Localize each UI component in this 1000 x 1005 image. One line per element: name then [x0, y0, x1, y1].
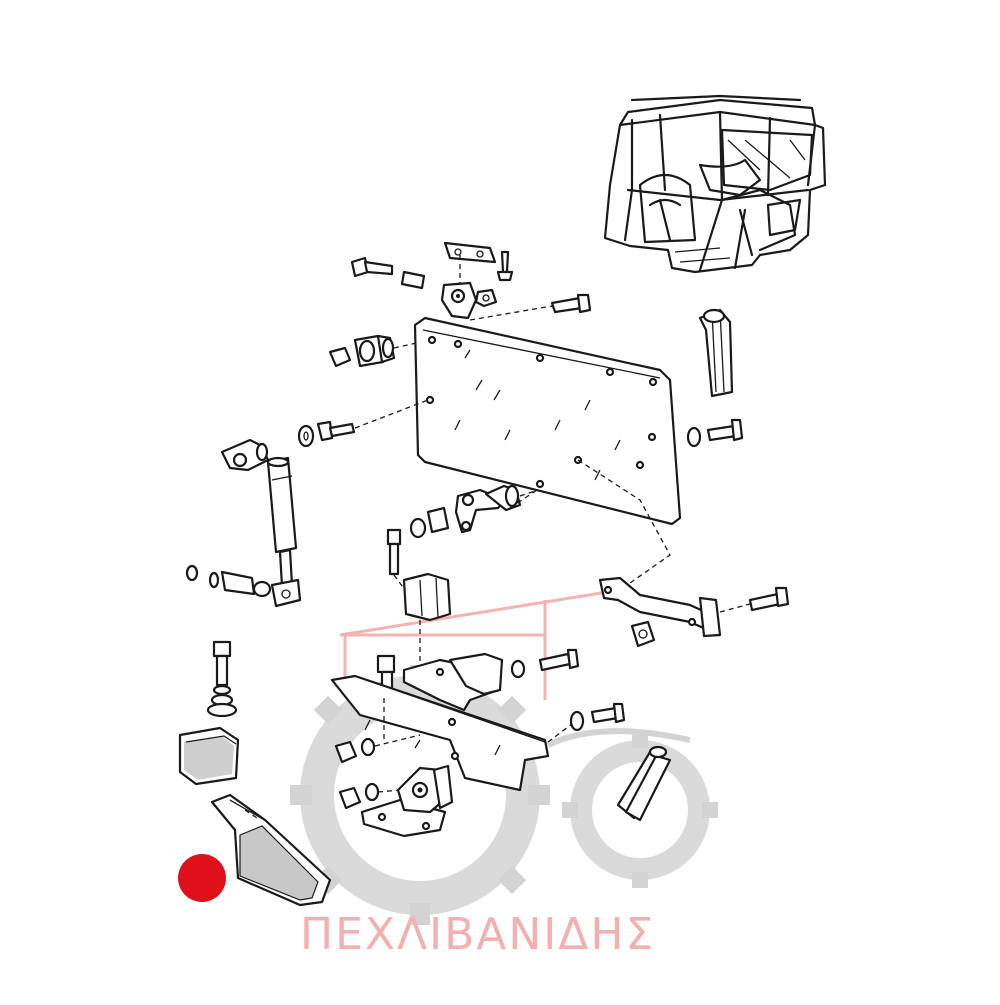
window-upper-fasteners: [328, 334, 431, 368]
tractor-cab-illustration: [603, 94, 827, 274]
window-right-fastener: [686, 418, 744, 448]
rubber-seal-strip: [616, 308, 734, 822]
corner-seal-piece: [210, 793, 332, 907]
gas-strut: [185, 456, 302, 608]
window-latch-handle: [386, 484, 539, 668]
foam-pad: [178, 726, 240, 786]
watermark-brand-text: ΠΕΧΛΙΒΑΝΙΔΗΣ: [300, 909, 656, 960]
window-hinge-bracket: [350, 241, 592, 321]
vertical-screw: [206, 640, 238, 718]
rear-window-panel: [413, 316, 682, 591]
window-latch-arm: [598, 576, 790, 648]
highlight-dot-icon: [178, 854, 226, 902]
gas-strut-upper-fasteners: [220, 399, 429, 472]
mounting-bracket: [330, 648, 626, 838]
